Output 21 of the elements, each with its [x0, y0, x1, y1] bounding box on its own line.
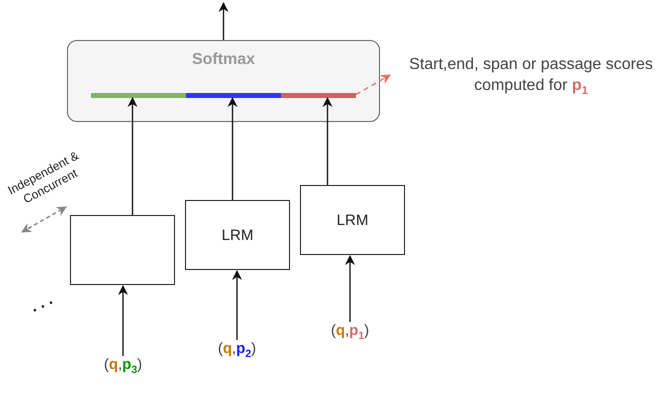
input-label: (q,p$_{3}$) [88, 356, 158, 380]
softmax-box [67, 40, 380, 122]
score-bar [186, 93, 281, 98]
model-box: LRM [300, 185, 405, 255]
input-label: (q,p$_{2}$) [202, 340, 272, 364]
model-box [70, 215, 175, 285]
ellipsis-mark: . . . [28, 290, 56, 317]
arrow [345, 255, 355, 322]
arrow [128, 97, 138, 215]
arrow [322, 97, 332, 185]
score-bar [91, 93, 186, 98]
score-bar [281, 93, 356, 98]
dashed-arrow [356, 74, 391, 96]
box-title: Softmax [190, 51, 256, 69]
arrow [232, 270, 242, 340]
model-box: LRM [185, 200, 290, 270]
annotation-text: Start,end, span or passage scores computed for p$_{1}$ [392, 55, 670, 105]
arrow [218, 2, 228, 40]
arrow [228, 97, 238, 200]
input-label: (q,p$_{1}$) [315, 322, 385, 346]
arrow [118, 285, 128, 356]
